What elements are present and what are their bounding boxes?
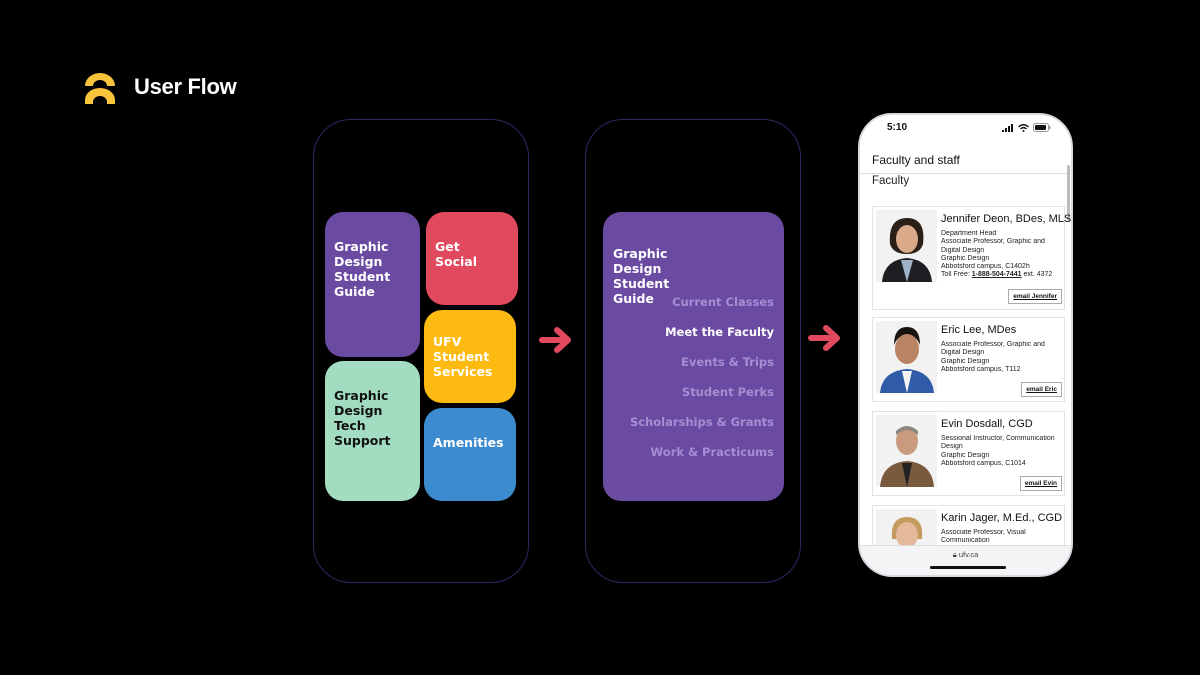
phone-number-link[interactable]: 1-888-504-7441 <box>971 271 1022 279</box>
nav-item-meet-faculty[interactable]: Meet the Faculty <box>665 325 774 339</box>
brand-header: User Flow <box>82 70 237 104</box>
battery-icon <box>1033 123 1051 132</box>
info-line: Digital Design <box>941 246 985 254</box>
info-line: Abbotsford campus, C1402h <box>941 263 1030 271</box>
info-line: Department Head <box>941 230 997 237</box>
faculty-info: Department Head Associate Professor, Gra… <box>941 230 1062 280</box>
email-button[interactable]: email Eric <box>1021 382 1062 397</box>
faculty-photo <box>876 210 937 282</box>
nav-item-student-perks[interactable]: Student Perks <box>681 385 774 399</box>
info-line: Associate Professor, Graphic and <box>941 238 1045 246</box>
url-label: ufv.ca <box>958 550 979 559</box>
scrollbar-thumb[interactable] <box>1067 165 1070 221</box>
status-time: 5:10 <box>887 122 908 133</box>
nav-item-events-trips[interactable]: Events & Trips <box>681 355 774 369</box>
faculty-info: Associate Professor, Graphic and Digital… <box>941 341 1062 374</box>
tile-student-services[interactable]: UFV Student Services <box>424 310 516 403</box>
nav-item-scholarships[interactable]: Scholarships & Grants <box>629 415 774 429</box>
phone-screen-faculty: 5:10 Faculty and staff Faculty Jennifer … <box>858 113 1073 577</box>
info-line: Design <box>941 443 963 451</box>
tile-label: Graphic Design Tech Support <box>334 388 391 448</box>
phone-screen-guide: Graphic Design Student Guide Current Cla… <box>585 119 801 583</box>
browser-url-bar[interactable]: 🔒︎ ufv.ca <box>860 545 1071 575</box>
info-line: Graphic Design <box>941 451 990 459</box>
faculty-card: Evin Dosdall, CGD Sessional Instructor, … <box>872 411 1065 496</box>
info-line: Graphic Design <box>941 357 990 365</box>
flow-arrow-icon <box>539 327 571 353</box>
signal-icon <box>1002 123 1013 132</box>
home-indicator[interactable] <box>930 566 1006 569</box>
info-line: Abbotsford campus, T112 <box>941 365 1021 373</box>
tile-label: Get Social <box>435 239 478 269</box>
guide-nav-list: Current Classes Meet the Faculty Events … <box>630 280 774 475</box>
flow-arrow-icon <box>808 325 840 351</box>
faculty-photo <box>876 415 937 487</box>
arch-logo-icon <box>85 73 115 104</box>
tile-label: Amenities <box>433 435 504 450</box>
email-button[interactable]: email Evin <box>1019 476 1062 491</box>
faculty-card: Eric Lee, MDes Associate Professor, Grap… <box>872 317 1065 402</box>
section-title: Faculty <box>872 175 910 187</box>
info-line: Associate Professor, Visual <box>941 529 1026 536</box>
toll-free-label: Toll Free: <box>941 271 972 279</box>
info-line: Graphic Design <box>941 254 990 262</box>
lock-icon: 🔒︎ <box>952 550 957 559</box>
faculty-card: Jennifer Deon, BDes, MLS Department Head… <box>872 206 1071 310</box>
tile-tech-support[interactable]: Graphic Design Tech Support <box>325 361 420 501</box>
wifi-icon <box>1018 123 1029 132</box>
info-line: Associate Professor, Graphic and <box>941 341 1045 348</box>
tile-label: Graphic Design Student Guide <box>334 239 391 299</box>
phone-ext: ext. 4372 <box>1021 271 1053 279</box>
guide-title: Graphic Design Student Guide <box>613 246 670 306</box>
info-line: Abbotsford campus, C1014 <box>941 459 1026 467</box>
phone-screen-home: Graphic Design Student Guide Get Social … <box>313 119 529 583</box>
faculty-name: Evin Dosdall, CGD <box>941 418 1033 430</box>
info-line: Digital Design <box>941 349 985 357</box>
brand-title: User Flow <box>134 74 237 99</box>
faculty-info: Associate Professor, Visual Communicatio… <box>941 529 1062 546</box>
tile-student-guide[interactable]: Graphic Design Student Guide <box>325 212 420 357</box>
status-icons <box>1002 123 1051 132</box>
page-header: Faculty and staff <box>860 153 1071 174</box>
info-line: Communication <box>941 537 990 545</box>
faculty-name: Eric Lee, MDes <box>941 324 1017 336</box>
faculty-name: Jennifer Deon, BDes, MLS <box>941 213 1072 225</box>
toll-free-line: Toll Free: 1-888-504-7441 ext. 4372 <box>941 271 1062 279</box>
nav-item-work-practicums[interactable]: Work & Practicums <box>650 445 774 459</box>
status-bar: 5:10 <box>860 115 1071 141</box>
url-text: 🔒︎ ufv.ca <box>860 550 1071 560</box>
faculty-photo <box>876 321 937 393</box>
info-line: Sessional Instructor, Communication <box>941 435 1055 442</box>
tile-label: UFV Student Services <box>433 334 493 379</box>
guide-panel: Graphic Design Student Guide Current Cla… <box>603 212 784 501</box>
page-title: Faculty and staff <box>872 153 960 167</box>
tile-amenities[interactable]: Amenities <box>424 408 516 501</box>
faculty-name: Karin Jager, M.Ed., CGD <box>941 512 1063 524</box>
tile-get-social[interactable]: Get Social <box>426 212 518 305</box>
faculty-info: Sessional Instructor, Communication Desi… <box>941 435 1062 468</box>
email-button[interactable]: email Jennifer <box>1008 289 1062 304</box>
nav-item-current-classes[interactable]: Current Classes <box>672 295 774 309</box>
